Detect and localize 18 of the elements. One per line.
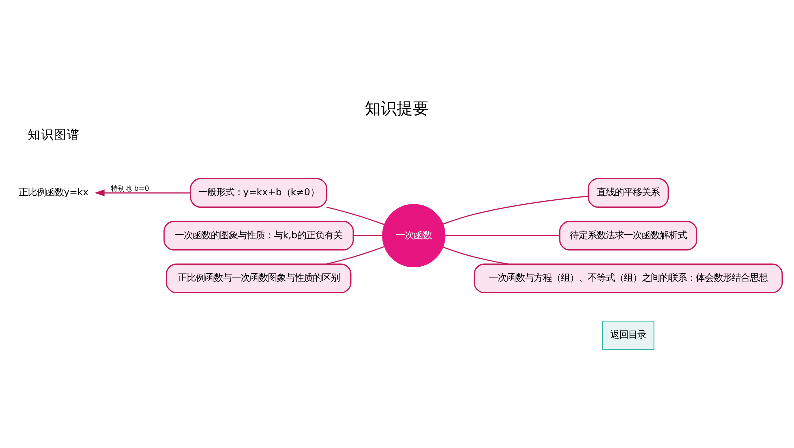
arrow — [94, 190, 191, 197]
node-box: 一次函数的图象与性质：与k,b的正负有关 — [164, 221, 354, 251]
diagram-title: 知识提要 — [365, 98, 429, 118]
node-box: 正比例函数与一次函数图象与性质的区别 — [166, 264, 352, 294]
node-box: 一般形式：y=kx+b（k≠0） — [190, 178, 328, 208]
connector — [354, 235, 383, 236]
edge-label: 特别地 b=0 — [111, 184, 150, 193]
connector — [443, 246, 508, 265]
node-circle: 一次函数 — [382, 204, 446, 268]
node-box: 一次函数与方程（组）、不等式（组）之间的联系：体会数形结合思想 — [474, 264, 783, 294]
label: 知识图谱 — [28, 127, 80, 142]
connector — [445, 235, 560, 236]
node-box: 直线的平移关系 — [588, 178, 670, 208]
connector — [326, 206, 385, 226]
connector — [443, 196, 588, 225]
label: 返回目录 — [610, 330, 646, 342]
node-text: 正比例函数y=kx — [19, 188, 89, 199]
node-box: 待定系数法求一次函数解析式 — [559, 221, 698, 251]
